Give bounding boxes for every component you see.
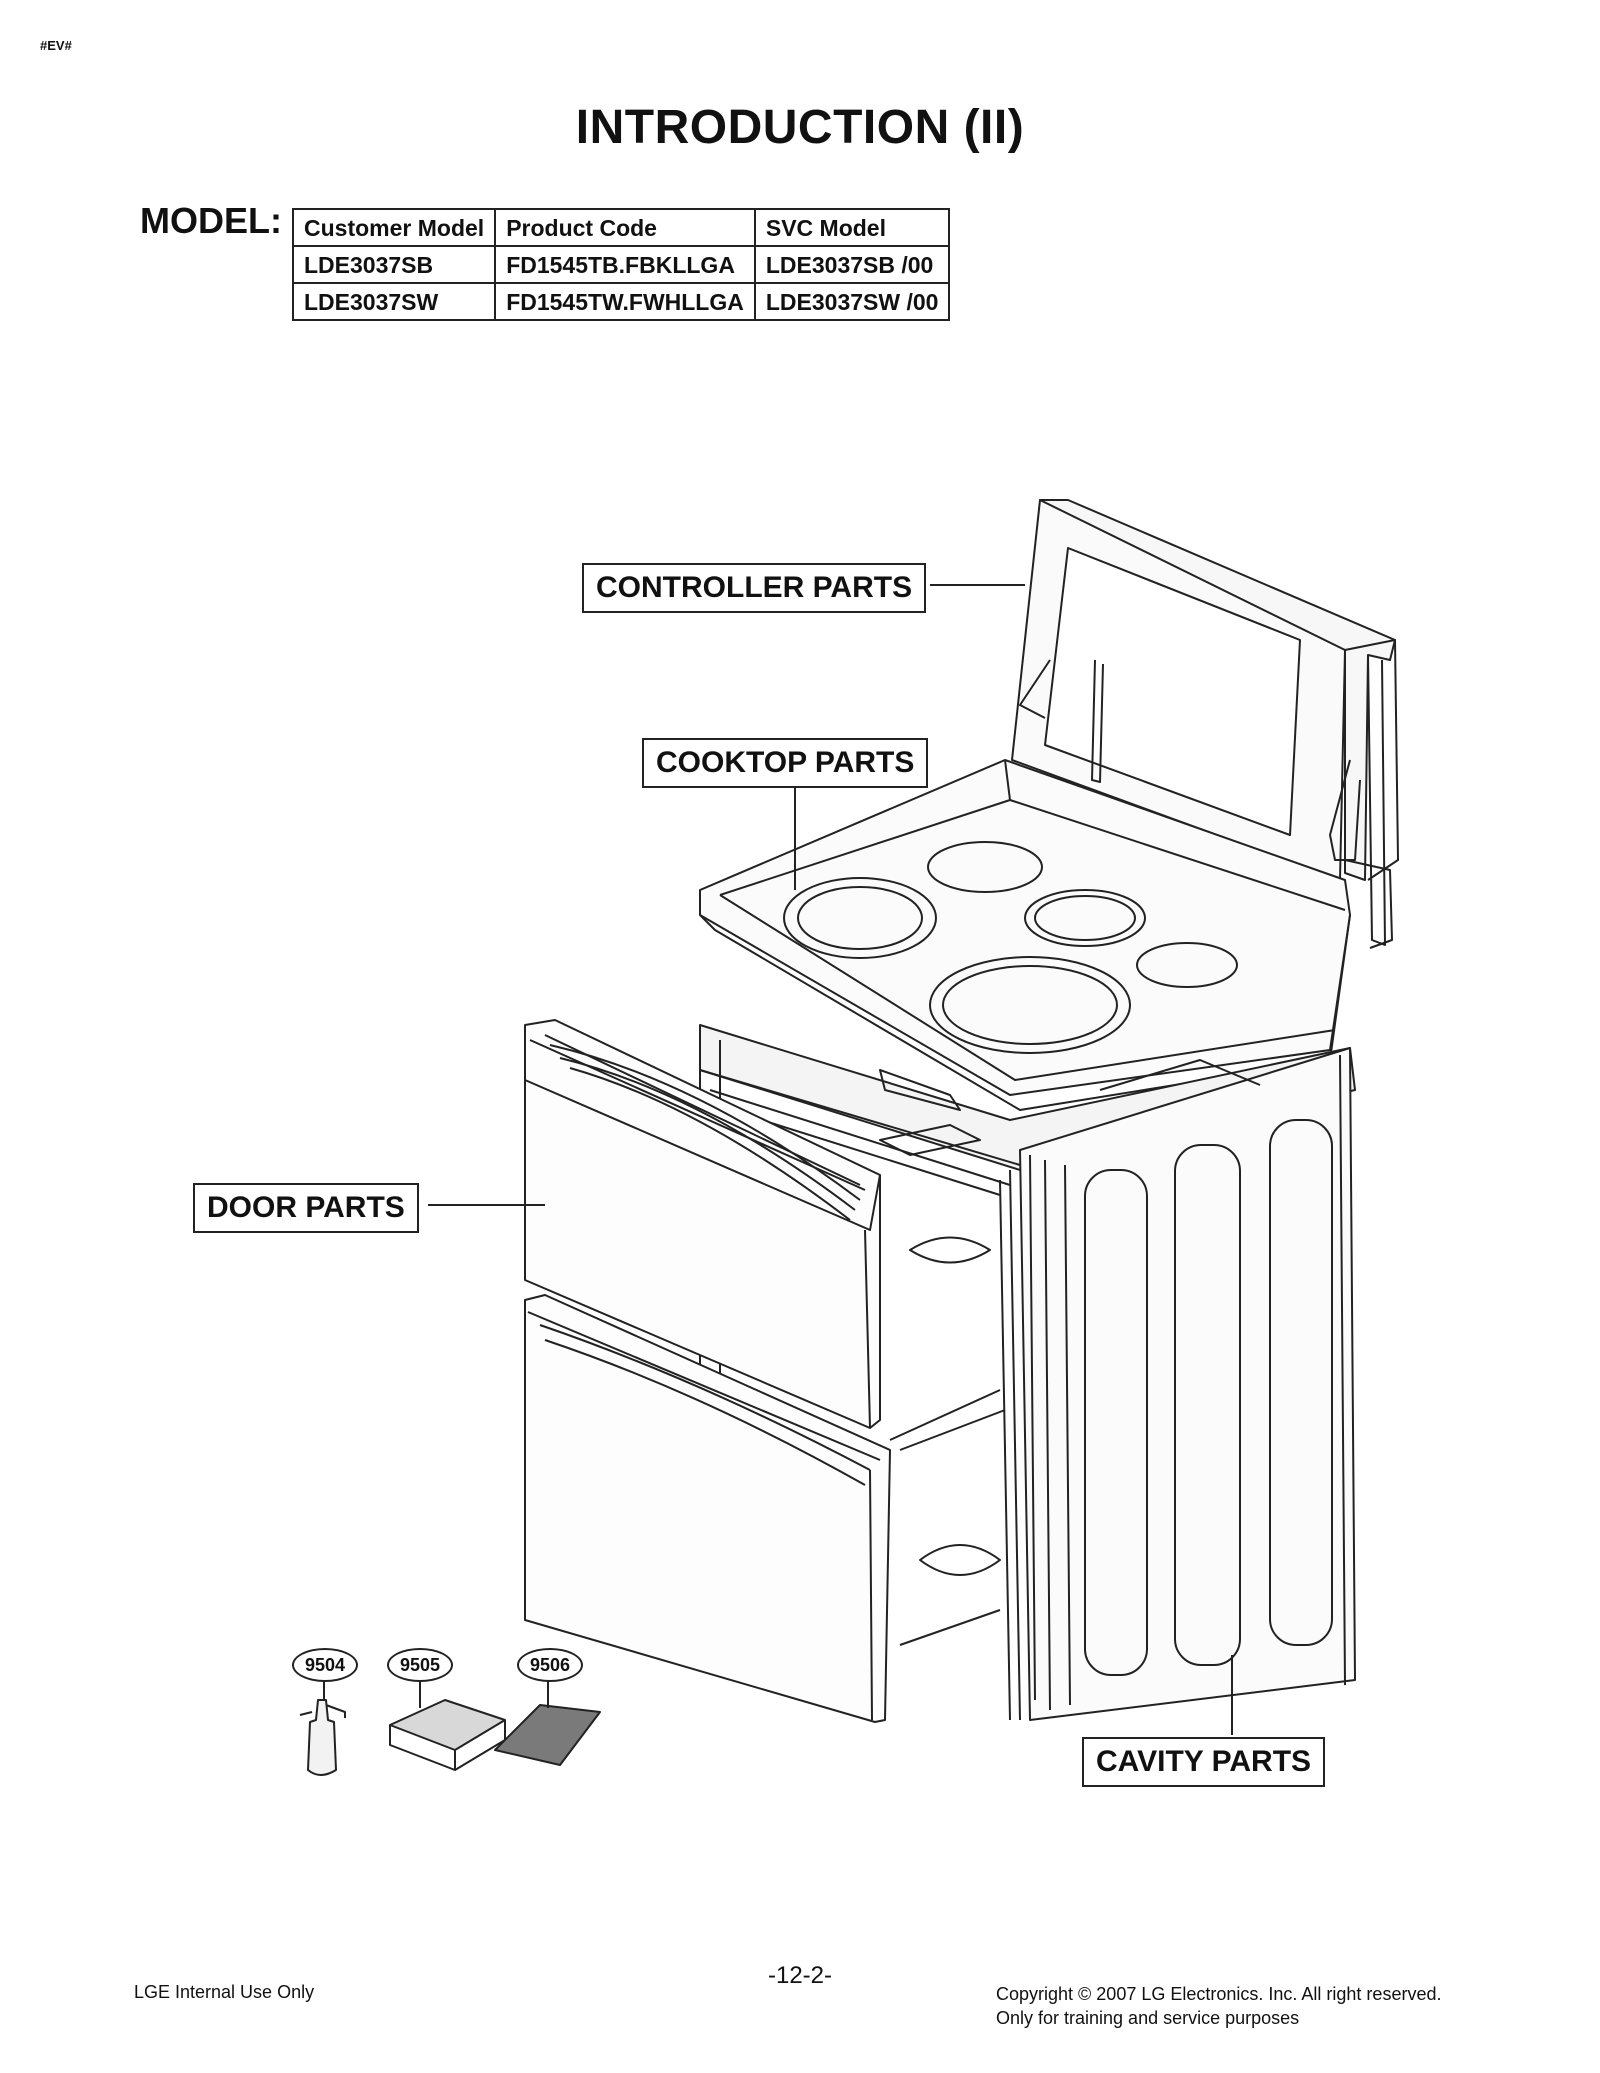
accessory-cleaning-cloth-drawing xyxy=(494,1704,601,1766)
part-number-bubble: 9505 xyxy=(387,1648,453,1682)
header-customer-model: Customer Model xyxy=(291,208,497,247)
footer-purpose: Only for training and service purposes xyxy=(996,2008,1300,2028)
page-title: INTRODUCTION (II) xyxy=(575,101,1025,154)
part-number-bubble: 9506 xyxy=(517,1648,583,1682)
footer-copyright: Copyright © 2007 LG Electronics. Inc. Al… xyxy=(996,1984,1442,2004)
accessory-scrubber-pad-drawing xyxy=(389,1699,506,1771)
table-row: LDE3037SW FD1545TW.FWHLLGA LDE3037SW /00 xyxy=(291,282,951,321)
cell-customer-model: LDE3037SW xyxy=(291,282,497,321)
upper-door-drawing xyxy=(524,1019,881,1429)
footer-internal-use: LGE Internal Use Only xyxy=(134,1982,315,2002)
controller-panel-drawing xyxy=(1011,499,1399,949)
accessory-spray-bottle-drawing xyxy=(299,1699,346,1776)
cell-svc-model: LDE3037SW /00 xyxy=(753,282,951,321)
header-tag: #EV# xyxy=(40,38,72,53)
header-product-code: Product Code xyxy=(494,208,756,247)
cavity-body-drawing xyxy=(699,1024,1356,1721)
callout-controller-parts: CONTROLLER PARTS xyxy=(582,563,927,613)
lower-door-drawing xyxy=(524,1294,891,1723)
callout-cooktop-parts: COOKTOP PARTS xyxy=(642,738,929,788)
callout-door-parts: DOOR PARTS xyxy=(193,1183,419,1233)
table-header-row: Customer Model Product Code SVC Model xyxy=(291,208,951,247)
cell-customer-model: LDE3037SB xyxy=(291,245,497,284)
cell-svc-model: LDE3037SB /00 xyxy=(753,245,951,284)
model-table: Customer Model Product Code SVC Model LD… xyxy=(291,208,951,321)
cell-product-code: FD1545TW.FWHLLGA xyxy=(494,282,756,321)
callout-cavity-parts: CAVITY PARTS xyxy=(1082,1737,1326,1787)
page-number: -12-2- xyxy=(767,1962,833,1989)
cell-product-code: FD1545TB.FBKLLGA xyxy=(494,245,756,284)
model-label: MODEL: xyxy=(140,200,282,241)
header-svc-model: SVC Model xyxy=(753,208,951,247)
cooktop-drawing xyxy=(699,759,1351,1111)
table-row: LDE3037SB FD1545TB.FBKLLGA LDE3037SB /00 xyxy=(291,245,951,284)
footer-copyright-block: Copyright © 2007 LG Electronics. Inc. Al… xyxy=(996,1982,1441,2030)
part-number-bubble: 9504 xyxy=(292,1648,358,1682)
